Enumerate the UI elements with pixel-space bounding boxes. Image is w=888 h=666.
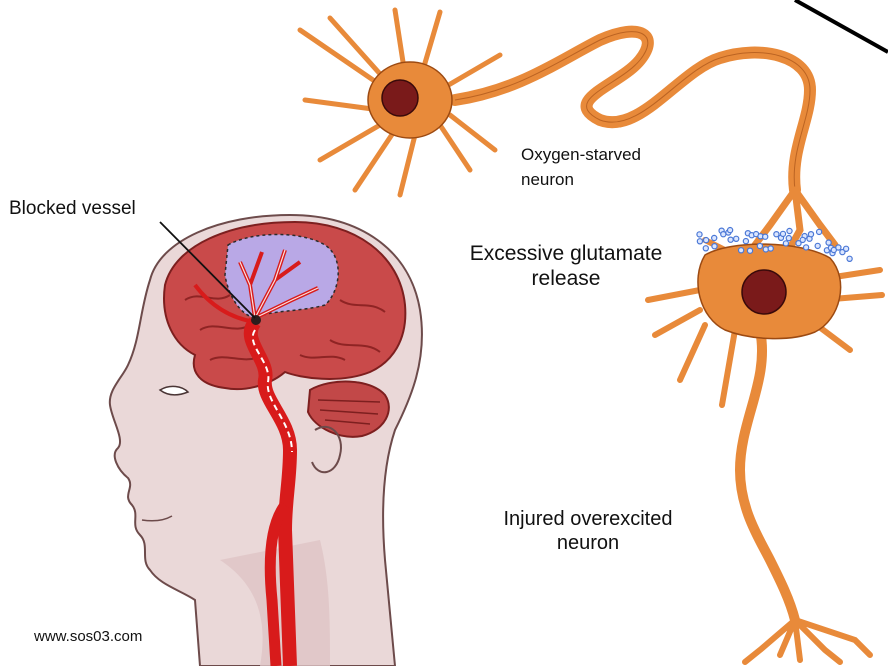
- bottom-neuron-axon: [740, 330, 795, 620]
- glutamate-dot: [697, 239, 702, 244]
- glutamate-dot: [815, 243, 820, 248]
- corner-line: [795, 0, 888, 52]
- glutamate-dot: [703, 246, 708, 251]
- glutamate-dot: [734, 236, 739, 241]
- bottom-neuron-terminals: [745, 620, 870, 662]
- glutamate-dot: [739, 248, 744, 253]
- glutamate-dot: [728, 228, 733, 233]
- glutamate-dot: [704, 238, 709, 243]
- glutamate-dot: [763, 234, 768, 239]
- oxygen-starved-neuron: [300, 10, 835, 248]
- glutamate-dot: [804, 245, 809, 250]
- glutamate-label-line1: Excessive glutamate: [452, 241, 680, 266]
- bottom-neuron-nucleus: [742, 270, 786, 314]
- glutamate-dot: [808, 232, 813, 237]
- glutamate-label: Excessive glutamate release: [452, 241, 680, 291]
- blocked-vessel-label: Blocked vessel: [9, 198, 136, 220]
- glutamate-dot: [800, 237, 805, 242]
- oxygen-starved-label-line1: Oxygen-starved: [521, 143, 641, 168]
- glutamate-dot: [847, 256, 852, 261]
- glutamate-dot: [721, 232, 726, 237]
- injured-neuron: [648, 240, 882, 662]
- injured-neuron-label-line2: neuron: [473, 531, 703, 555]
- glutamate-dot: [757, 243, 762, 248]
- injured-neuron-label-line1: Injured overexcited: [473, 507, 703, 531]
- top-neuron-nucleus: [382, 80, 418, 116]
- glutamate-dot: [836, 245, 841, 250]
- glutamate-dot: [826, 240, 831, 245]
- injured-neuron-label: Injured overexcited neuron: [473, 507, 703, 556]
- glutamate-dot: [783, 241, 788, 246]
- oxygen-starved-label: Oxygen-starved neuron: [521, 143, 641, 192]
- glutamate-dot: [712, 235, 717, 240]
- glutamate-label-line2: release: [452, 266, 680, 291]
- glutamate-dot: [763, 247, 768, 252]
- glutamate-dot: [817, 229, 822, 234]
- watermark: www.sos03.com: [34, 628, 142, 645]
- glutamate-dot: [712, 244, 717, 249]
- head-illustration: [110, 215, 422, 666]
- glutamate-dot: [774, 232, 779, 237]
- glutamate-dot: [747, 248, 752, 253]
- glutamate-dot: [768, 246, 773, 251]
- glutamate-dot: [743, 239, 748, 244]
- glutamate-dot: [786, 236, 791, 241]
- oxygen-starved-label-line2: neuron: [521, 168, 641, 193]
- glutamate-dot: [780, 231, 785, 236]
- glutamate-dot: [697, 232, 702, 237]
- glutamate-dot: [787, 228, 792, 233]
- glutamate-dot: [728, 237, 733, 242]
- glutamate-dot: [844, 246, 849, 251]
